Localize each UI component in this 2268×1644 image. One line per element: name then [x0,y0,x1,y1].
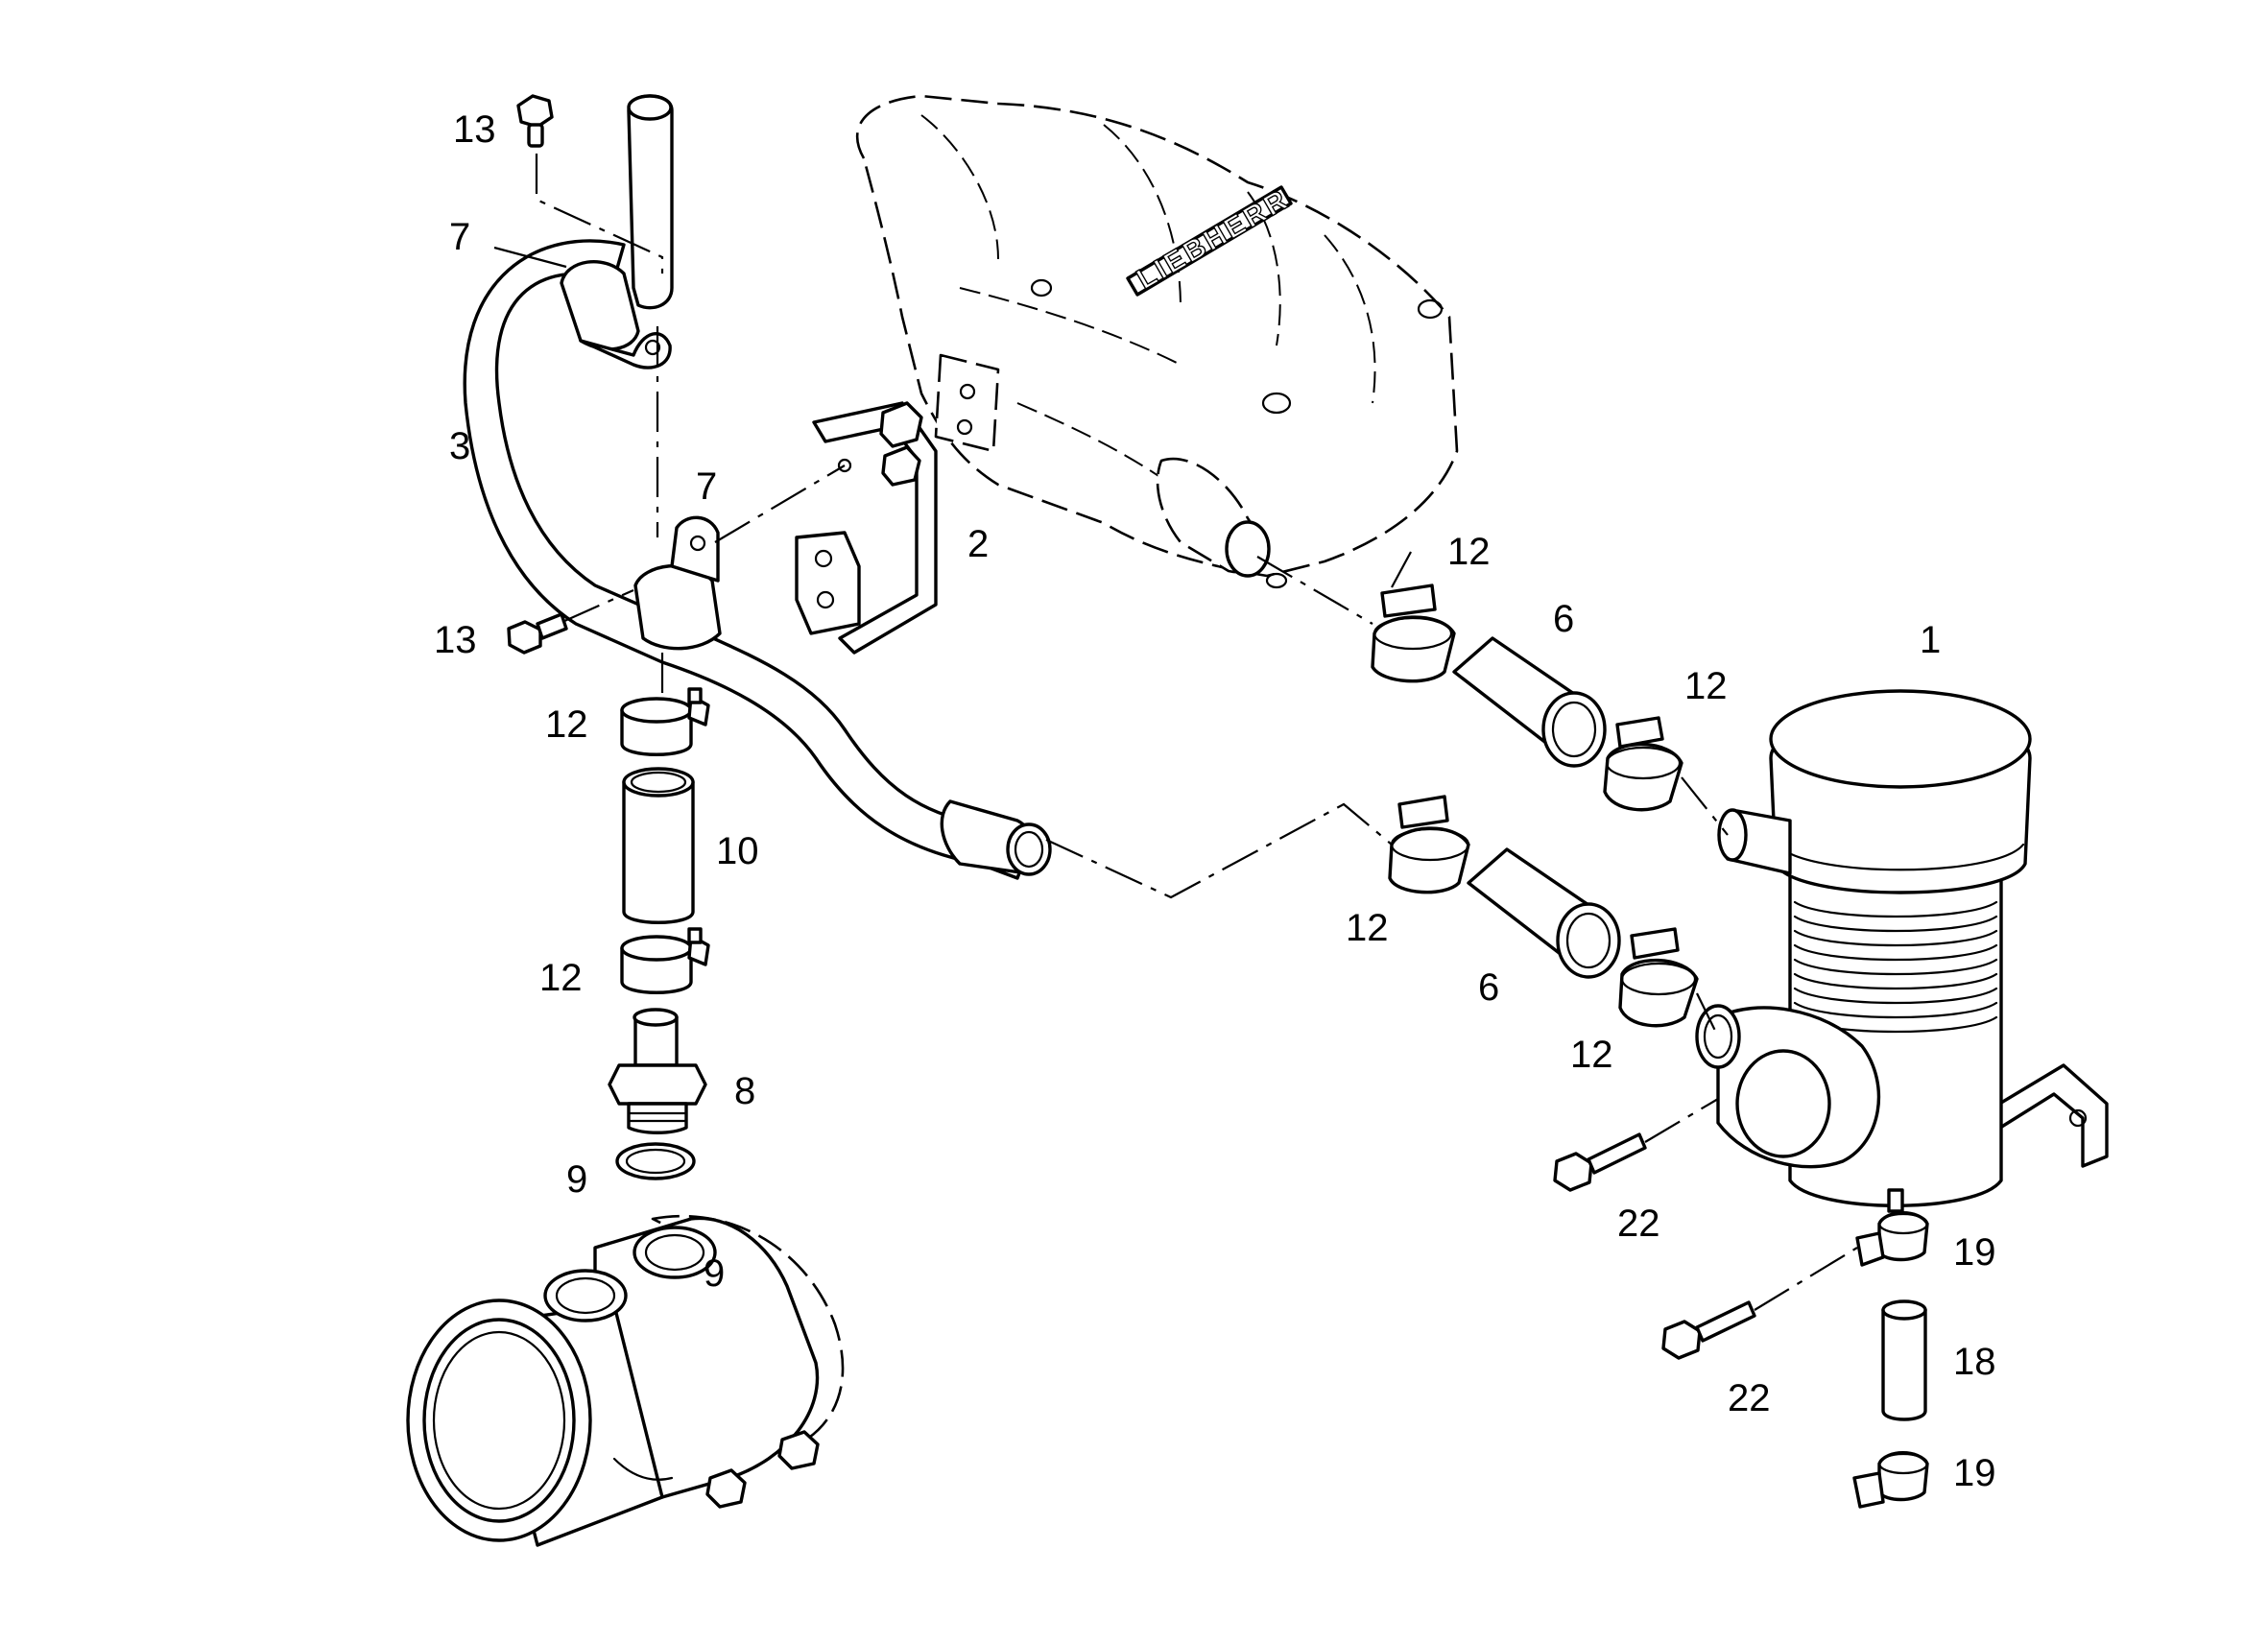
hose-clamp-12-c [1371,584,1456,683]
hose-clamp-12-d [1603,716,1683,812]
callout-1: 1 [1920,619,1941,661]
callout-7-top: 7 [449,216,470,258]
pipe-clamp-upper [560,259,672,369]
bolt-13-mid-icon [507,612,568,655]
pump-housing [406,1214,845,1547]
callout-22-b: 22 [1728,1377,1771,1419]
callout-12-e: 12 [1346,907,1389,949]
callout-18: 18 [1953,1341,1996,1383]
fitting-8 [608,1008,707,1134]
callout-labels: 13 7 3 7 2 13 12 10 12 8 9 9 12 6 1 12 1… [434,108,1996,1494]
pipe-3 [463,239,1052,880]
callout-7-mid: 7 [696,465,717,508]
callout-10: 10 [716,830,759,872]
callout-12-a: 12 [545,703,588,746]
hose-clamp-12-f [1618,927,1699,1028]
hose-clamp-12-a [620,687,710,756]
callout-12-f: 12 [1570,1034,1613,1076]
air-filter-1 [1695,689,2109,1213]
callout-6-bottom: 6 [1478,966,1499,1009]
callout-2: 2 [967,523,989,565]
hose-6-lower [1467,847,1621,979]
bracket-2 [795,401,938,655]
callout-6-top: 6 [1553,598,1574,640]
hose-clamp-19-b [1852,1451,1929,1509]
compressor-housing: LIEBHERR [855,94,1459,589]
callout-19-a: 19 [1953,1231,1996,1274]
bolt-22-a-icon [1553,1132,1647,1192]
callout-22-a: 22 [1617,1203,1660,1245]
hose-6-upper [1452,636,1607,768]
callout-12-d: 12 [1684,665,1728,707]
callout-12-b: 12 [539,957,583,999]
callout-12-c: 12 [1447,531,1491,573]
pipe-clamp-mid [633,515,722,651]
bolt-13-top-icon [516,94,554,148]
callout-9-b: 9 [704,1252,725,1295]
callout-13-top: 13 [453,108,496,151]
seal-ring-9 [615,1142,696,1180]
callout-leaders [493,246,1412,588]
hose-clamp-19-a [1855,1211,1929,1267]
hose-clamp-12-e [1388,795,1470,894]
hose-10 [622,767,695,924]
callout-8: 8 [734,1070,755,1112]
callout-13-mid: 13 [434,619,477,661]
hose-18 [1881,1299,1927,1421]
bracket-bolt-icon [879,401,923,487]
bolt-22-b-icon [1661,1300,1756,1360]
callout-3: 3 [449,425,470,467]
assembly-leaders [535,154,1904,1311]
hose-clamp-12-b [620,927,710,994]
callout-19-b: 19 [1953,1452,1996,1494]
breather-pipe-upper [627,94,674,310]
callout-9-a: 9 [566,1158,587,1201]
